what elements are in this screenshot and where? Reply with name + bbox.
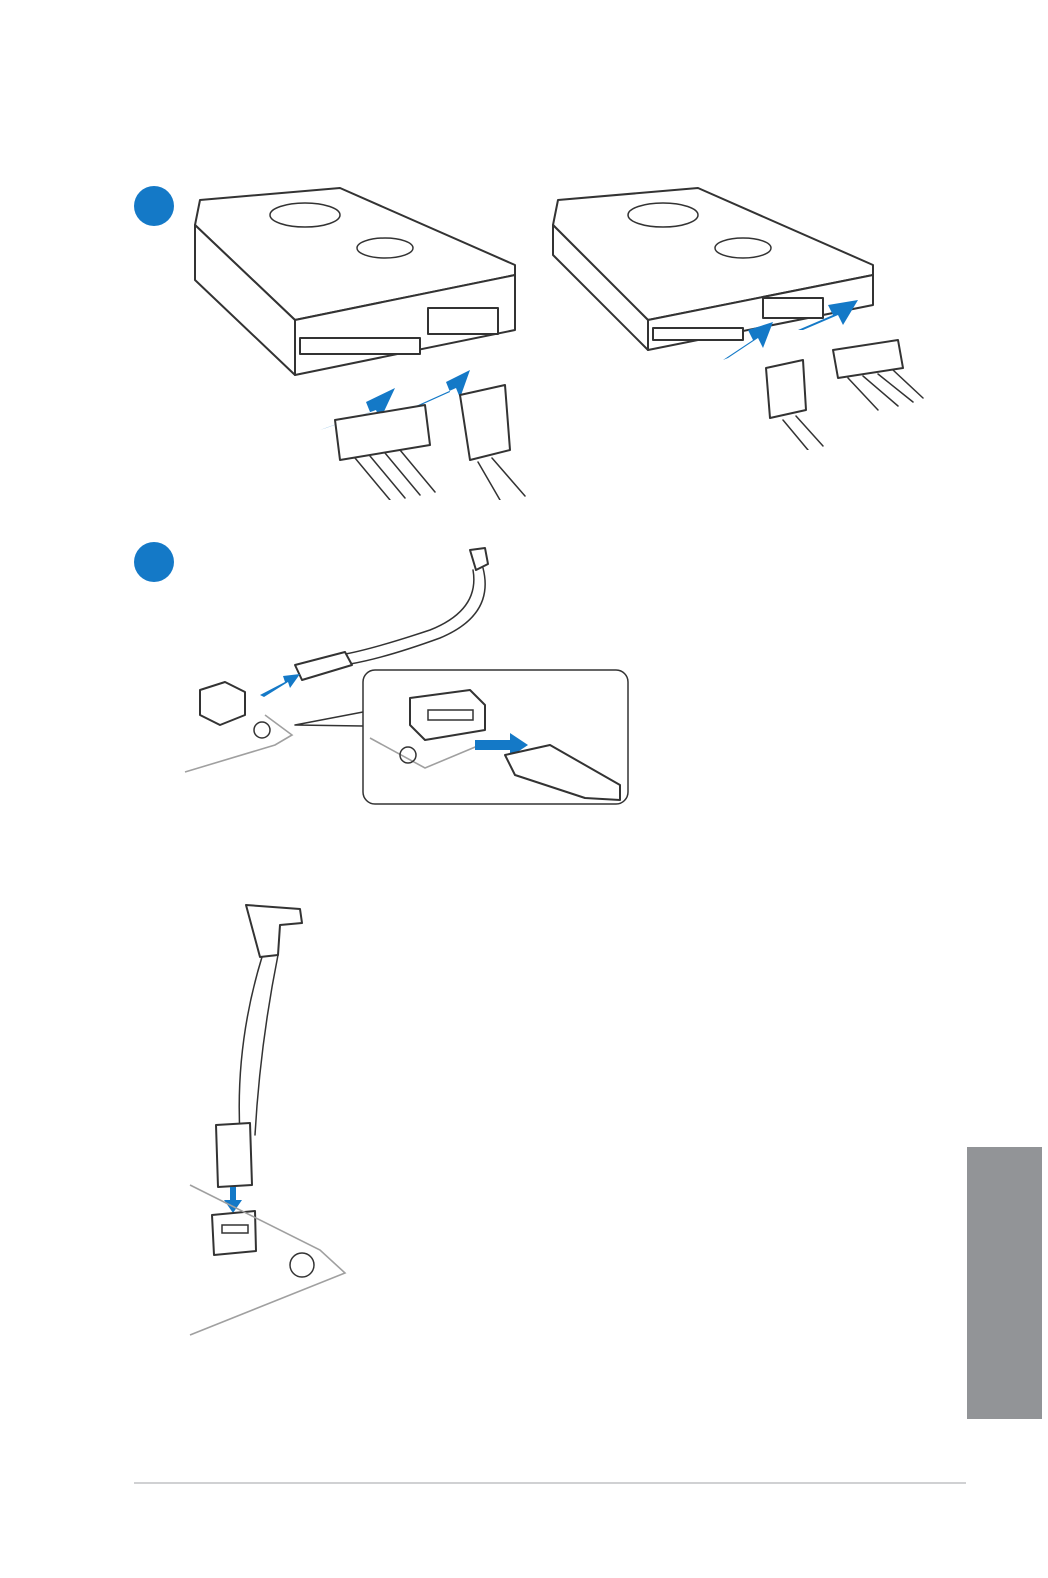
motherboard-corner xyxy=(185,715,292,772)
sata-data-connector-icon xyxy=(460,385,510,460)
hard-drive-icon xyxy=(195,188,515,375)
footer-rule xyxy=(134,1482,966,1484)
sata-right-angle-illustration xyxy=(180,540,640,810)
step-marker-1 xyxy=(134,186,174,226)
sata-vertical-illustration xyxy=(180,895,360,1345)
motherboard-corner xyxy=(190,1185,345,1335)
sata-data-connector-icon xyxy=(766,360,806,418)
insert-arrow-icon xyxy=(260,674,300,697)
step-marker-2 xyxy=(134,542,174,582)
hard-drive-icon xyxy=(553,188,873,350)
sata-power-connector-icon xyxy=(335,405,430,460)
chapter-side-tab xyxy=(967,1147,1042,1419)
molex-power-connector-icon xyxy=(833,340,903,378)
sata-port-icon xyxy=(200,682,245,725)
hdd-right-illustration xyxy=(548,180,928,450)
hdd-left-illustration xyxy=(180,180,530,500)
